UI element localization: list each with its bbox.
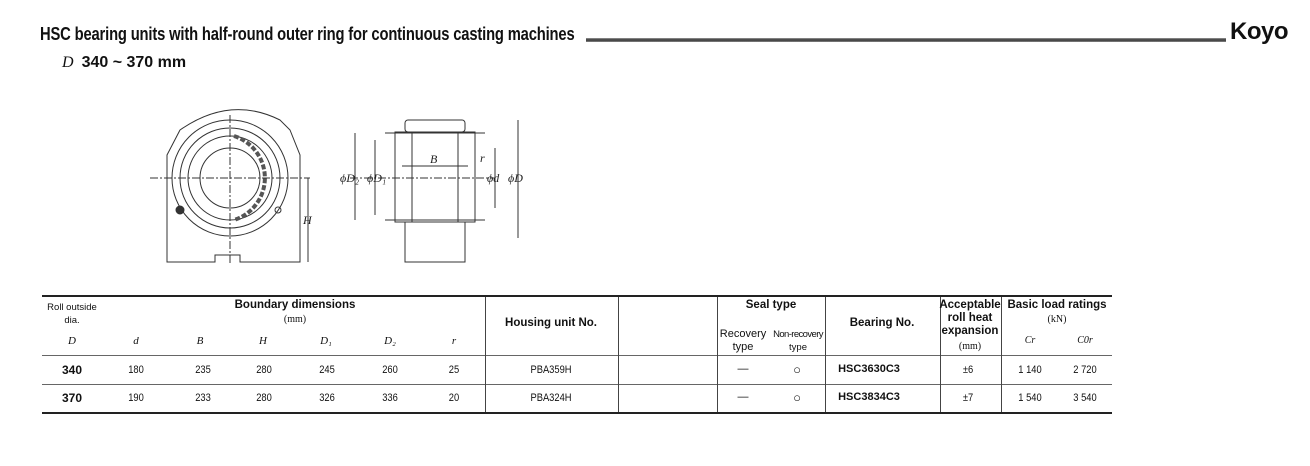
cell-B: 233	[195, 392, 211, 404]
header-boundary-unit: (mm)	[283, 314, 307, 325]
range-symbol: D	[62, 54, 74, 71]
cell-expansion: ±6	[962, 364, 974, 376]
header-recovery: Recovery	[719, 328, 767, 340]
label-D2: ϕD₂	[340, 171, 359, 185]
size-range: D 340 ~ 370 mm	[62, 54, 186, 72]
cell-B: 235	[195, 364, 211, 376]
cell-D2: 336	[382, 392, 398, 404]
header-nonrecovery: Non-recovery	[773, 329, 823, 340]
cell-bearing: HSC3834C3	[838, 391, 900, 403]
page-title: HSC bearing units with half-round outer …	[40, 24, 575, 44]
cell-housing: PBA324H	[530, 392, 572, 404]
header-bearing: Bearing No.	[849, 317, 915, 329]
label-r: r	[480, 151, 485, 165]
cell-r: 20	[448, 392, 460, 404]
header-boundary: Boundary dimensions	[234, 299, 356, 311]
cell-r: 25	[448, 364, 460, 376]
cell-expansion: ±7	[962, 392, 974, 404]
header-housing: Housing unit No.	[505, 317, 597, 329]
cell-nonrecovery: ○	[793, 390, 801, 405]
header-load: Basic load ratings	[1007, 299, 1107, 311]
header-roll-dia: dia.	[64, 315, 80, 326]
cell-D1: 326	[319, 392, 335, 404]
header-load-unit: (kN)	[1047, 314, 1067, 325]
cell-C0r: 3 540	[1073, 392, 1097, 404]
header-expansion: expansion	[941, 325, 999, 337]
header-B: B	[196, 335, 204, 347]
header-Cr: Cr	[1024, 335, 1036, 346]
cell-D1: 245	[319, 364, 335, 376]
header-acceptable: Acceptable	[939, 299, 1001, 311]
brand-logo: Koyo	[1230, 18, 1289, 45]
header-D2: D₂	[384, 335, 396, 347]
header-roll-outside: Roll outside	[47, 302, 97, 313]
header-C0r: C0r	[1077, 335, 1093, 346]
header-d: d	[133, 335, 139, 347]
side-view	[350, 119, 519, 263]
cell-D2: 260	[382, 364, 398, 376]
title-rule	[586, 38, 1226, 42]
header-r: r	[451, 335, 457, 347]
cell-H: 280	[256, 392, 272, 404]
header-roll-heat: roll heat	[947, 312, 993, 324]
cell-Cr: 1 540	[1018, 392, 1042, 404]
header-recovery-type: type	[732, 341, 754, 353]
cell-recovery: —	[737, 363, 749, 375]
bearing-unit-drawing: H B r ϕD₂ ϕD₁ ϕd ϕD	[150, 109, 523, 265]
cell-H: 280	[256, 364, 272, 376]
label-D: ϕD	[508, 171, 523, 185]
header-seal: Seal type	[745, 299, 797, 311]
cell-D: 370	[61, 391, 83, 405]
label-D1: ϕD₁	[367, 171, 386, 185]
label-d: ϕd	[487, 171, 500, 185]
header-H: H	[259, 335, 267, 347]
cell-recovery: —	[737, 391, 749, 403]
range-value: 340 ~ 370 mm	[81, 54, 187, 71]
front-view	[150, 109, 310, 265]
cell-d: 190	[128, 392, 144, 404]
header-D: D	[68, 335, 76, 347]
cell-C0r: 2 720	[1073, 364, 1097, 376]
label-H: H	[302, 213, 313, 227]
header-acc-unit: (mm)	[958, 341, 982, 352]
label-B: B	[430, 152, 438, 166]
cell-D: 340	[61, 363, 83, 377]
header-D1: D₁	[320, 335, 332, 347]
header-nonrecovery-type: type	[789, 342, 807, 353]
cell-bearing: HSC3630C3	[838, 363, 900, 375]
cell-nonrecovery: ○	[793, 362, 801, 377]
cell-Cr: 1 140	[1018, 364, 1042, 376]
cell-d: 180	[128, 364, 144, 376]
cell-housing: PBA359H	[530, 364, 572, 376]
